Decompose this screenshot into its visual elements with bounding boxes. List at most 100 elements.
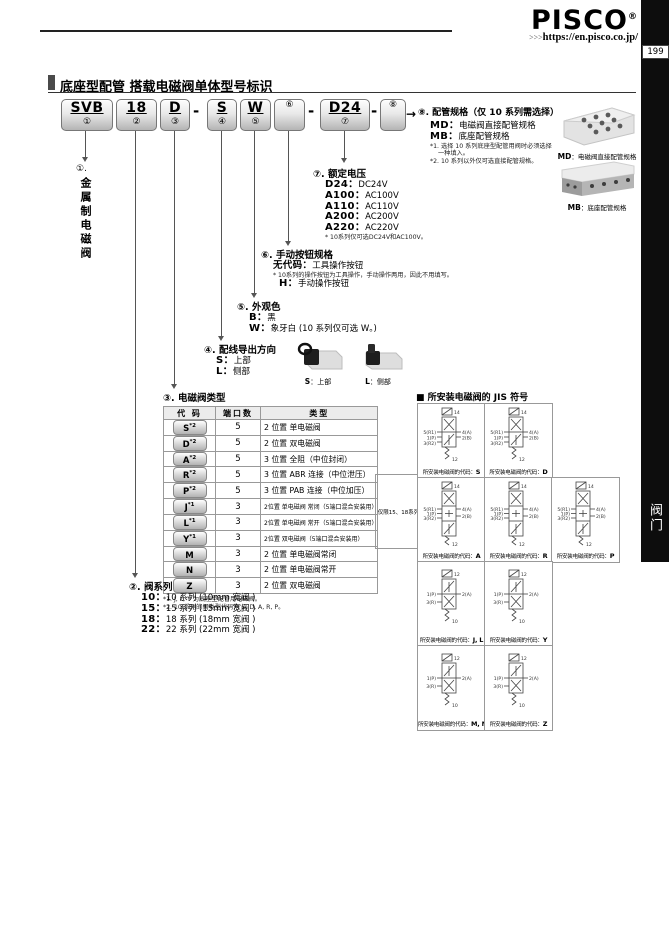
connector-line: [85, 131, 86, 157]
connector-line: [254, 131, 255, 293]
valve-top-wiring-image: [297, 342, 343, 370]
title-rule: [48, 92, 636, 93]
jis-panel-title: ■ 所安装电磁阀的 JIS 符号: [416, 393, 529, 403]
jis-cell-y: 所安装电磁阀的代码：Y: [484, 561, 553, 647]
list-item: 15：15 系列 (15mm 宽阀 ): [141, 602, 256, 614]
footnote: * 10系列仅可选DC24V和AC100V。: [325, 233, 427, 241]
footnote: *1. 选择 10 系列底座型配管用阀时必须选择: [430, 142, 552, 150]
section-6-title: ⑥. 手动按钮规格: [261, 250, 333, 261]
header-rule: [40, 30, 452, 32]
list-item: MD：电磁阀直接配管规格: [430, 120, 536, 131]
registered-mark: ®: [628, 12, 638, 22]
valve-symbol-3port-2pos: [488, 564, 550, 632]
section-7: ⑦. 额定电压 D24：DC24V A100：AC100V A110：AC110…: [313, 166, 483, 241]
connector-line: [221, 131, 222, 336]
footnote: 一种填入。: [438, 150, 469, 158]
page-title: 底座型配管 搭载电磁阀单体型号标识: [60, 80, 273, 95]
jis-caption: 所安装电磁阀的代码：D: [489, 468, 548, 476]
side-tab-valve: 阀门: [647, 503, 662, 533]
photo-caption: S：上部: [304, 377, 332, 386]
valve-symbol-5port-3pos: [488, 480, 550, 548]
jis-cell-z: 所安装电磁阀的代码：Z: [484, 645, 553, 731]
valve-symbol-5port-3pos: [421, 480, 483, 548]
jis-caption: 所安装电磁阀的代码：Z: [489, 720, 548, 728]
valve-side-wiring-image: [365, 344, 403, 370]
connector-line: [288, 131, 289, 241]
column-header: 端口数: [215, 406, 261, 420]
valve-symbol-5port-3pos: [555, 480, 617, 548]
footnote: *2. 10 系列的阀类型代码为 S, D, A, R, P。: [163, 603, 285, 611]
photo-mb: MB：底座配管规格: [554, 156, 640, 212]
jis-caption: 所安装电磁阀的代码：M, N: [418, 720, 487, 728]
arrow-down-icon: [218, 336, 224, 341]
url-arrows: >>>: [529, 33, 543, 42]
jis-caption: 所安装电磁阀的代码：S: [422, 468, 481, 476]
list-item: H：手动操作按钮: [279, 278, 349, 290]
section-2: ②. 阀系列 10：10 系列 (10mm 宽阀 ) 15：15 系列 (15m…: [129, 579, 255, 636]
list-item: D24：DC24V: [325, 179, 388, 190]
jis-cell-jl: 所安装电磁阀的代码：J, L: [417, 561, 486, 647]
connector-line: [174, 131, 175, 384]
list-item: 无代码：工具操作按钮: [273, 260, 364, 271]
connector-line: [135, 131, 136, 573]
jis-cell-d: 所安装电磁阀的代码：D: [484, 403, 553, 479]
jis-caption: 所安装电磁阀的代码：J, L: [419, 636, 484, 644]
jis-caption: 所安装电磁阀的代码：P: [556, 552, 615, 560]
manifold-base-piping-image: [561, 161, 635, 196]
list-item: B：黑: [249, 312, 276, 323]
valve-symbol-5port-2pos: [421, 406, 483, 464]
model-dash: -: [371, 102, 378, 120]
list-item: L：侧部: [216, 365, 250, 377]
column-header: 代 码: [163, 406, 216, 420]
valve-symbol-3port-2pos: [488, 648, 550, 716]
series-limit-bracket: 仅限15、18系列: [375, 474, 422, 549]
section-8: ⑧. 配管规格（仅 10 系列需选择） MD：电磁阀直接配管规格 MB：底座配管…: [418, 105, 568, 165]
title-marker: [48, 75, 55, 90]
valve-symbol-3port-2pos: [421, 564, 483, 632]
footnote: *2. 10 系列以外仅可选直接配管规格。: [430, 157, 538, 165]
page-number: 199: [642, 45, 669, 59]
photo-wiring-side: L：侧部: [352, 341, 404, 387]
arrow-down-icon: [285, 241, 291, 246]
list-item: 18：18 系列 (18mm 宽阀 ): [141, 613, 256, 625]
section-2-title: ②. 阀系列: [129, 582, 173, 593]
section-5-title: ⑤. 外观色: [237, 302, 281, 313]
arrow-down-icon: [251, 293, 257, 298]
arrow-down-icon: [171, 384, 177, 389]
model-box-6: ⑥: [274, 99, 305, 131]
side-bar: [641, 0, 669, 562]
arrow-down-icon: [341, 158, 347, 163]
jis-cell-p: 所安装电磁阀的代码：P: [551, 477, 620, 563]
table-header-row: 代 码 端口数 类型: [163, 406, 379, 420]
list-item: 10：10 系列 (10mm 宽阀 ): [141, 592, 256, 603]
jis-caption: 所安装电磁阀的代码：Y: [489, 636, 548, 644]
arrow-down-icon: [82, 157, 88, 162]
section-4: ④. 配线导出方向 S：上部 L：侧部: [204, 342, 276, 378]
list-item: A200：AC200V: [325, 211, 399, 223]
column-header: 类型: [259, 406, 379, 420]
photo-md-caption: MD：电磁阀直接配管规格: [557, 152, 637, 161]
photo-wiring-top: S：上部: [292, 341, 344, 387]
section-3-title: ③. 电磁阀类型: [163, 393, 226, 404]
list-item: 22：22 系列 (22mm 宽阀 ): [141, 624, 256, 636]
valve-symbol-5port-2pos: [488, 406, 550, 464]
section-8-title: ⑧. 配管规格（仅 10 系列需选择）: [418, 108, 559, 118]
model-dash: -: [308, 102, 315, 120]
arrow-down-icon: [132, 573, 138, 578]
section-6: ⑥. 手动按钮规格 无代码：工具操作按钮 * 10系列的操作按钮为工具操作，手动…: [261, 247, 453, 290]
list-item: W：象牙白 (10 系列仅可选 W。): [249, 322, 377, 334]
manifold-direct-piping-image: [563, 107, 636, 146]
